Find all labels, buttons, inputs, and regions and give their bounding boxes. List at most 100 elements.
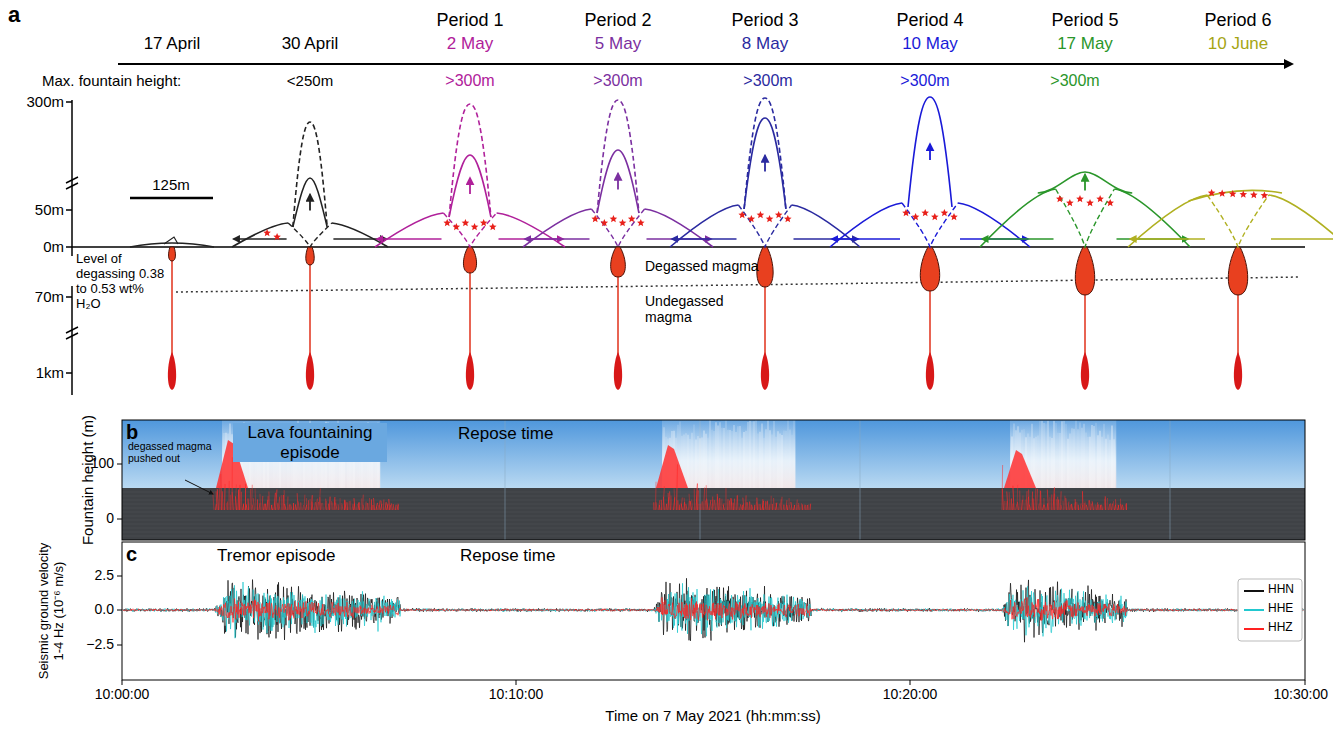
spread-arrow (832, 238, 900, 240)
axis-tick (516, 680, 517, 685)
drawing-part (376, 503, 377, 510)
drawing-part (773, 498, 774, 510)
drawing-part (1069, 434, 1071, 488)
explosion-star (462, 219, 470, 226)
drawing-part (810, 504, 812, 510)
drawing-part (736, 495, 738, 510)
drawing-part (1033, 438, 1035, 488)
drawing-part (304, 495, 306, 510)
drawing-part (322, 503, 324, 510)
drawing-part (677, 464, 678, 510)
drawing-part (739, 426, 741, 488)
drawing-part (663, 497, 664, 510)
drawing-part (332, 502, 333, 510)
drawing-part (735, 432, 737, 488)
drawing-part (1082, 491, 1084, 510)
drawing-part (255, 489, 257, 510)
degassing-level (176, 277, 1300, 292)
magma-reservoir (1234, 352, 1242, 390)
zone-label: Degassed magma (645, 258, 759, 274)
drawing-part (1056, 499, 1057, 510)
drawing-part (1037, 436, 1039, 488)
drawing-part (783, 505, 784, 510)
drawing-part (1043, 423, 1045, 488)
drawing-part (1077, 429, 1079, 488)
drawing-part (785, 431, 787, 488)
up-arrow (764, 156, 766, 172)
magma-reservoir (614, 352, 622, 390)
explosion-star (931, 213, 939, 220)
drawing-part (771, 435, 773, 488)
explosion-star (941, 209, 949, 216)
explosion-star (1250, 191, 1258, 198)
legend-label: HHN (1268, 583, 1294, 597)
scale-bar (130, 197, 213, 200)
drawing-part (1036, 489, 1038, 510)
drawing-part (122, 492, 1305, 493)
legend-label: HHE (1268, 602, 1293, 616)
axis-tick (66, 372, 72, 374)
drawing-part (354, 498, 355, 510)
drawing-part (695, 439, 697, 488)
fountain-outline (744, 118, 786, 209)
drawing-part (363, 505, 365, 510)
date-label: 2 May (447, 34, 493, 54)
drawing-part (232, 492, 233, 510)
drawing-part (751, 504, 752, 510)
drawing-part (250, 489, 252, 510)
drawing-part (692, 500, 693, 510)
drawing-part (297, 493, 299, 510)
drawing-part (1011, 499, 1012, 510)
drawing-part (752, 505, 753, 510)
drawing-part (325, 499, 327, 510)
drawing-part (734, 499, 736, 510)
height-value: >300m (1050, 72, 1099, 90)
tick-label: 10:10:00 (489, 686, 544, 702)
drawing-part (1170, 420, 1171, 540)
drawing-part (284, 490, 285, 510)
drawing-part (1093, 426, 1095, 488)
drawing-part (704, 488, 705, 510)
drawing-part (789, 505, 790, 510)
axis-label: 0.0 (95, 601, 114, 617)
drawing-part (751, 422, 753, 488)
drawing-part (314, 502, 316, 510)
drawing-part (743, 432, 745, 488)
drawing-part (693, 424, 695, 488)
drawing-part (291, 505, 292, 510)
drawing-part (729, 501, 730, 510)
drawing-part (1079, 422, 1081, 488)
drawing-part (714, 500, 716, 510)
drawing-part (807, 505, 808, 510)
axis-label: 0m (43, 238, 64, 255)
drawing-part (122, 500, 1305, 501)
drawing-part (749, 502, 750, 510)
drawing-part (780, 499, 781, 510)
drawing-part (710, 500, 711, 510)
legend-line (1244, 590, 1264, 592)
drawing-part (1095, 505, 1096, 510)
drawing-part (749, 421, 751, 488)
annotation: Repose time (458, 546, 557, 566)
drawing-part (802, 504, 803, 510)
degassed-magma (169, 247, 176, 261)
drawing-part (1095, 423, 1097, 488)
drawing-part (677, 500, 678, 510)
drawing-part (713, 431, 715, 488)
date-label: 10 June (1208, 34, 1269, 54)
drawing-part (246, 504, 248, 510)
drawing-part (740, 504, 741, 510)
drawing-part (719, 498, 720, 510)
legend-line (1244, 628, 1264, 630)
explosion-star (591, 215, 599, 222)
axis-tick (117, 519, 122, 520)
drawing-part (122, 532, 1305, 533)
axis-title: Fountain height (m) (79, 405, 96, 555)
explosion-star (263, 229, 271, 236)
drawing-part (1033, 498, 1034, 510)
drawing-part (758, 504, 759, 510)
drawing-part (1060, 491, 1062, 510)
drawing-part (385, 502, 386, 510)
drawing-part (123, 578, 1304, 642)
drawing-part (1019, 491, 1020, 510)
